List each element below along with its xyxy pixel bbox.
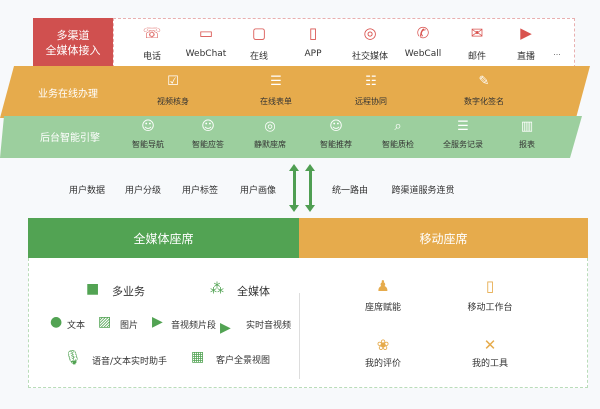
image-label: 图片 bbox=[120, 321, 139, 331]
my-rating: 我的评价 bbox=[364, 359, 402, 369]
engine-label: 报表 bbox=[519, 140, 535, 149]
headset-icon: ◎ bbox=[264, 119, 276, 134]
engine-label: 智能质检 bbox=[382, 140, 414, 149]
monitor-icon: ▭ bbox=[198, 24, 214, 42]
mobile-icon: ▯ bbox=[308, 24, 318, 42]
collaboration-icon: ☷ bbox=[365, 74, 377, 89]
user-level: 用户分级 bbox=[124, 186, 162, 196]
channels-label: 电话 bbox=[142, 52, 162, 62]
ai-chat-icon: ☺ bbox=[201, 119, 215, 134]
engine-label: 智能应答 bbox=[192, 140, 224, 149]
video-verify-icon: ☑ bbox=[167, 74, 179, 89]
mobile-header: 移动座席 bbox=[299, 218, 588, 258]
webcall-icon: ✆ bbox=[416, 24, 430, 42]
business-label: 远程协同 bbox=[355, 97, 387, 106]
mobile-icon: ▯ bbox=[485, 277, 495, 295]
customer-view-label: 客户全景视图 bbox=[216, 356, 271, 366]
clip-label: 音视频片段 bbox=[171, 321, 217, 331]
mic-icon: 🎙 bbox=[64, 350, 82, 366]
ai-head-icon: ☺ bbox=[141, 119, 155, 134]
panorama-view-icon: ▦ bbox=[191, 349, 205, 365]
cross-channel: 跨渠道服务连贯 bbox=[391, 186, 455, 196]
text-label: 文本 bbox=[67, 321, 86, 331]
play-icon: ▶ bbox=[152, 314, 163, 330]
video-camera-icon: ▶ bbox=[220, 320, 231, 336]
seats-panel bbox=[28, 258, 588, 388]
assistant-label: 语音/文本实时助手 bbox=[92, 357, 168, 367]
more-channels: ... bbox=[553, 48, 561, 57]
channels-label: 邮件 bbox=[467, 52, 487, 62]
form-icon: ☰ bbox=[270, 74, 282, 89]
business-title: 业务在线办理 bbox=[38, 89, 98, 100]
engine-band bbox=[0, 116, 582, 158]
channels-label: 直播 bbox=[516, 52, 536, 62]
share-nodes-icon: ⁂ bbox=[210, 281, 224, 297]
omni-header: 全媒体座席 bbox=[28, 218, 299, 258]
lotus-icon: ❀ bbox=[376, 336, 390, 354]
mail-icon: ✉ bbox=[470, 24, 484, 42]
agent-empower: 座席赋能 bbox=[364, 303, 402, 313]
channels-title: 多渠道 全媒体接入 bbox=[33, 18, 113, 68]
engine-title: 后台智能引擎 bbox=[40, 133, 100, 144]
user-data: 用户数据 bbox=[68, 186, 106, 196]
briefcase-icon: ■ bbox=[86, 281, 100, 297]
engine-label: 智能推荐 bbox=[320, 140, 352, 149]
channels-label: WebCall bbox=[404, 49, 442, 59]
all-media: 全媒体 bbox=[237, 285, 270, 298]
chat-icon: ● bbox=[50, 314, 63, 330]
pen-icon: ✎ bbox=[478, 74, 490, 89]
ai-recommend-icon: ☺ bbox=[329, 119, 343, 134]
engine-label: 静默座席 bbox=[254, 140, 286, 149]
channels-label: APP bbox=[304, 49, 322, 59]
live-video-icon: ▶ bbox=[520, 24, 532, 42]
business-label: 数字化签名 bbox=[464, 97, 504, 106]
double-arrow-icon bbox=[289, 164, 299, 212]
agent-icon: ♟ bbox=[376, 277, 390, 295]
channels-panel bbox=[113, 18, 575, 68]
channels-label: WebChat bbox=[185, 49, 227, 59]
chat-bubble-icon: ▢ bbox=[251, 24, 267, 42]
social-network-icon: ◎ bbox=[363, 24, 377, 42]
business-band bbox=[0, 66, 590, 118]
inspection-icon: ⌕ bbox=[394, 119, 402, 134]
my-tools: 我的工具 bbox=[471, 359, 509, 369]
tools-icon: ✕ bbox=[483, 336, 497, 354]
engine-label: 智能导航 bbox=[132, 140, 164, 149]
business-label: 视频核身 bbox=[157, 97, 189, 106]
multi-business: 多业务 bbox=[112, 285, 145, 298]
divider bbox=[299, 293, 300, 379]
channels-title-text: 多渠道 全媒体接入 bbox=[45, 29, 101, 57]
double-arrow-icon bbox=[305, 164, 315, 212]
user-tags: 用户标签 bbox=[181, 186, 219, 196]
mobile-title: 移动座席 bbox=[419, 231, 468, 246]
chart-icon: ▥ bbox=[520, 119, 534, 134]
channels-label: 社交媒体 bbox=[351, 52, 389, 62]
image-icon: ▨ bbox=[98, 314, 112, 330]
mobile-workbench: 移动工作台 bbox=[467, 303, 513, 313]
unified-routing: 统一路由 bbox=[331, 186, 369, 196]
phone-icon: ☏ bbox=[142, 24, 162, 42]
business-label: 在线表单 bbox=[260, 97, 292, 106]
realtime-av-label: 实时音视频 bbox=[246, 321, 292, 331]
channels-label: 在线 bbox=[249, 52, 269, 62]
engine-label: 全服务记录 bbox=[443, 140, 483, 149]
user-profile: 用户画像 bbox=[239, 186, 277, 196]
omni-title: 全媒体座席 bbox=[133, 231, 194, 246]
record-icon: ☰ bbox=[457, 119, 469, 134]
